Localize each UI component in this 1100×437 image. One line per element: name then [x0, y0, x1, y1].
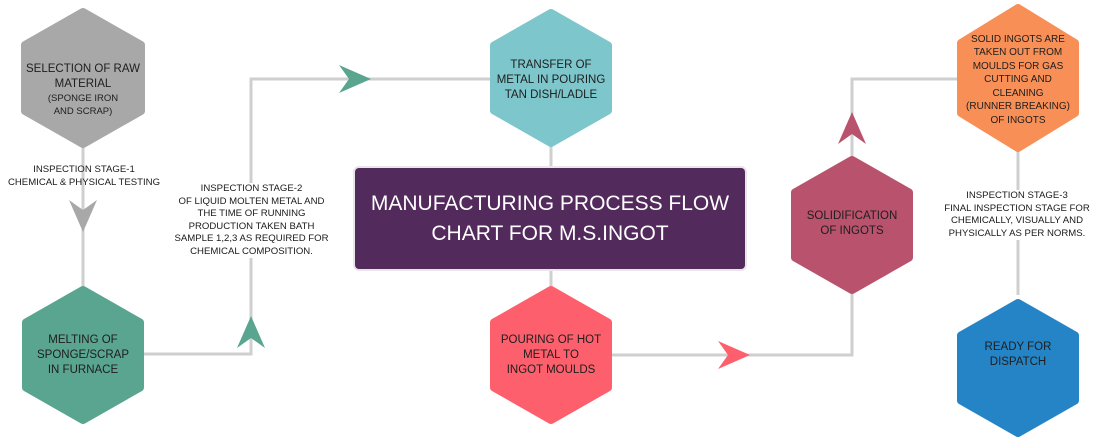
connector-pouring-to-solidification [607, 270, 854, 357]
hexagon-solidification [791, 156, 913, 294]
arrow-to-transfer-icon [339, 65, 371, 93]
arrow-up-stage2-icon [237, 316, 265, 348]
hexagon-raw-material [21, 8, 145, 148]
hexagon-layer [21, 4, 1079, 437]
inspection-stage-1-note: INSPECTION STAGE-1 CHEMICAL & PHYSICAL T… [7, 164, 161, 188]
hexagon-dispatch [957, 299, 1079, 437]
connector-solidification-to-solid-ingots [850, 77, 962, 180]
hexagon-solid-ingots [957, 4, 1079, 152]
arrow-to-melting-icon [69, 200, 97, 232]
hexagon-transfer [490, 9, 612, 147]
inspection-stage-2-note: INSPECTION STAGE-2 OF LIQUID MOLTEN META… [164, 183, 339, 258]
hexagon-melting [22, 286, 144, 424]
hexagon-pouring [490, 286, 612, 424]
arrow-layer [69, 65, 866, 369]
arrow-to-solid-ingots-icon [838, 112, 866, 144]
inspection-stage-3-note: INSPECTION STAGE-3 FINAL INSPECTION STAG… [937, 190, 1097, 240]
arrow-to-solidification-icon [718, 341, 750, 369]
